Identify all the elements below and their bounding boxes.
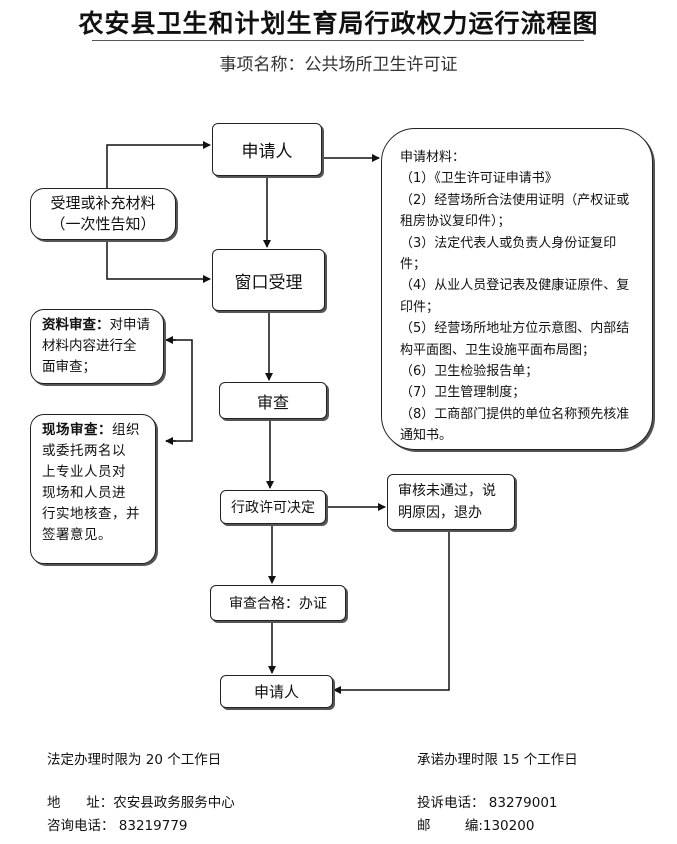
reject-box: 审核未通过，说 明原因，退办	[387, 474, 515, 530]
promised-time-limit: 承诺办理时限 15 个工作日	[417, 752, 578, 768]
material-item: （2）经营场所合法使用证明（产权证或租房协议复印件）；	[400, 192, 630, 230]
site-review-label: 现场审查：	[42, 422, 112, 438]
material-item: （6）卫生检验报告单；	[400, 364, 539, 380]
complaint-phone: 投诉电话： 83279001	[417, 795, 558, 811]
bracket-review-notes	[166, 339, 193, 442]
site-review-text-1: 组织	[112, 422, 140, 438]
materials-heading: 申请材料：	[400, 150, 466, 165]
applicant-start-box: 申请人	[212, 123, 322, 176]
applicant-end-box: 申请人	[220, 675, 333, 708]
legal-time-limit: 法定办理时限为 20 个工作日	[47, 752, 222, 768]
window-accept-box: 窗口受理	[212, 249, 325, 311]
doc-review-label: 资料审查：	[42, 317, 110, 333]
arrow-reject-to-applicant	[333, 530, 450, 694]
supplement-line-1: 受理或补充材料	[50, 194, 156, 212]
arrow-supplement-to-applicant	[106, 141, 211, 190]
item-name: 事项名称：公共场所卫生许可证	[219, 55, 458, 75]
reject-line-1: 审核未通过，说	[398, 483, 496, 499]
material-item: （8）工商部门提供的单位名称预先核准通知书。	[400, 406, 630, 444]
site-review-text-2: 或委托两名以	[42, 443, 126, 459]
site-review-text-4: 现场和人员进	[42, 485, 126, 501]
doc-review-text-2: 材料内容进行全	[42, 338, 137, 354]
arrow-supplement-to-window	[106, 238, 211, 283]
review-box: 审查	[219, 382, 327, 419]
doc-review-note: 资料审查：对申请 材料内容进行全 面审查；	[30, 309, 164, 384]
supplement-materials-box: 受理或补充材料 （一次性告知）	[30, 188, 176, 240]
site-review-text-5: 行实地核查，并	[42, 506, 140, 522]
title-underline	[92, 40, 584, 41]
consult-phone: 咨询电话： 83219779	[47, 818, 188, 834]
site-review-text-6: 签署意见。	[42, 527, 112, 543]
application-materials-panel: 申请材料： （1）《卫生许可证申请书》 （2）经营场所合法使用证明（产权证或租房…	[381, 128, 653, 450]
address: 地 址：农安县政务服务中心	[47, 795, 235, 811]
postcode: 邮 编:130200	[417, 818, 535, 834]
material-item: （1）《卫生许可证申请书》	[400, 171, 558, 187]
doc-review-text-3: 面审查；	[42, 359, 96, 375]
doc-review-text-1: 对申请	[109, 317, 151, 333]
decision-box: 行政许可决定	[220, 490, 326, 524]
site-review-note: 现场审查：组织 或委托两名以 上专业人员对 现场和人员进 行实地核查，并 签署意…	[30, 414, 156, 564]
supplement-line-2: （一次性告知）	[50, 215, 156, 233]
material-item: （5）经营场所地址方位示意图、内部结构平面图、卫生设施平面布局图；	[400, 321, 630, 358]
site-review-text-3: 上专业人员对	[42, 464, 126, 480]
material-item: （3）法定代表人或负责人身份证复印件；	[400, 235, 617, 273]
material-item: （4）从业人员登记表及健康证原件、复印件；	[400, 278, 630, 315]
material-item: （7）卫生管理制度；	[400, 385, 526, 401]
page-title: 农安县卫生和计划生育局行政权力运行流程图	[78, 9, 599, 38]
approved-box: 审查合格：办证	[210, 585, 346, 621]
reject-line-2: 明原因，退办	[398, 505, 482, 521]
